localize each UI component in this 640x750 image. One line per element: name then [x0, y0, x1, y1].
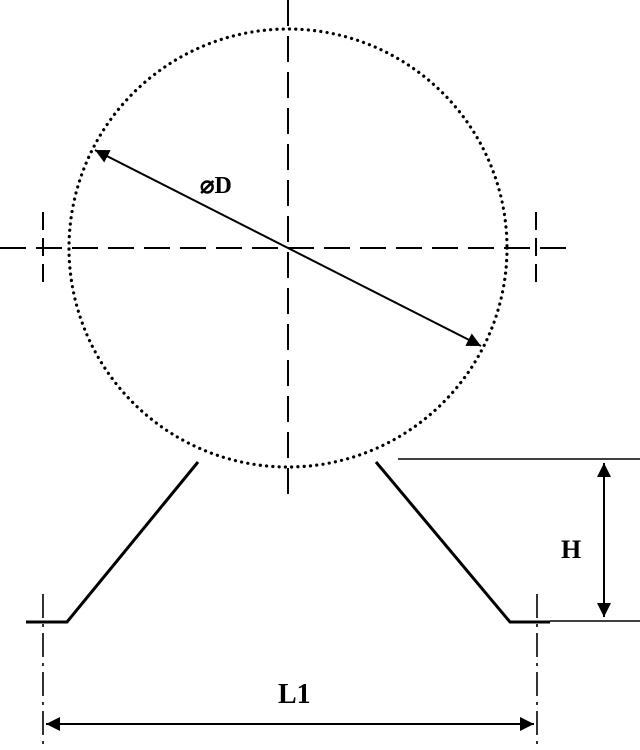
- length-label: L1: [278, 679, 311, 710]
- left-support-leg: [26, 461, 200, 624]
- right-support-leg: [374, 461, 550, 624]
- height-label: H: [561, 535, 581, 564]
- diameter-label: ⌀D: [200, 173, 232, 199]
- diameter-arrow: [94, 149, 482, 347]
